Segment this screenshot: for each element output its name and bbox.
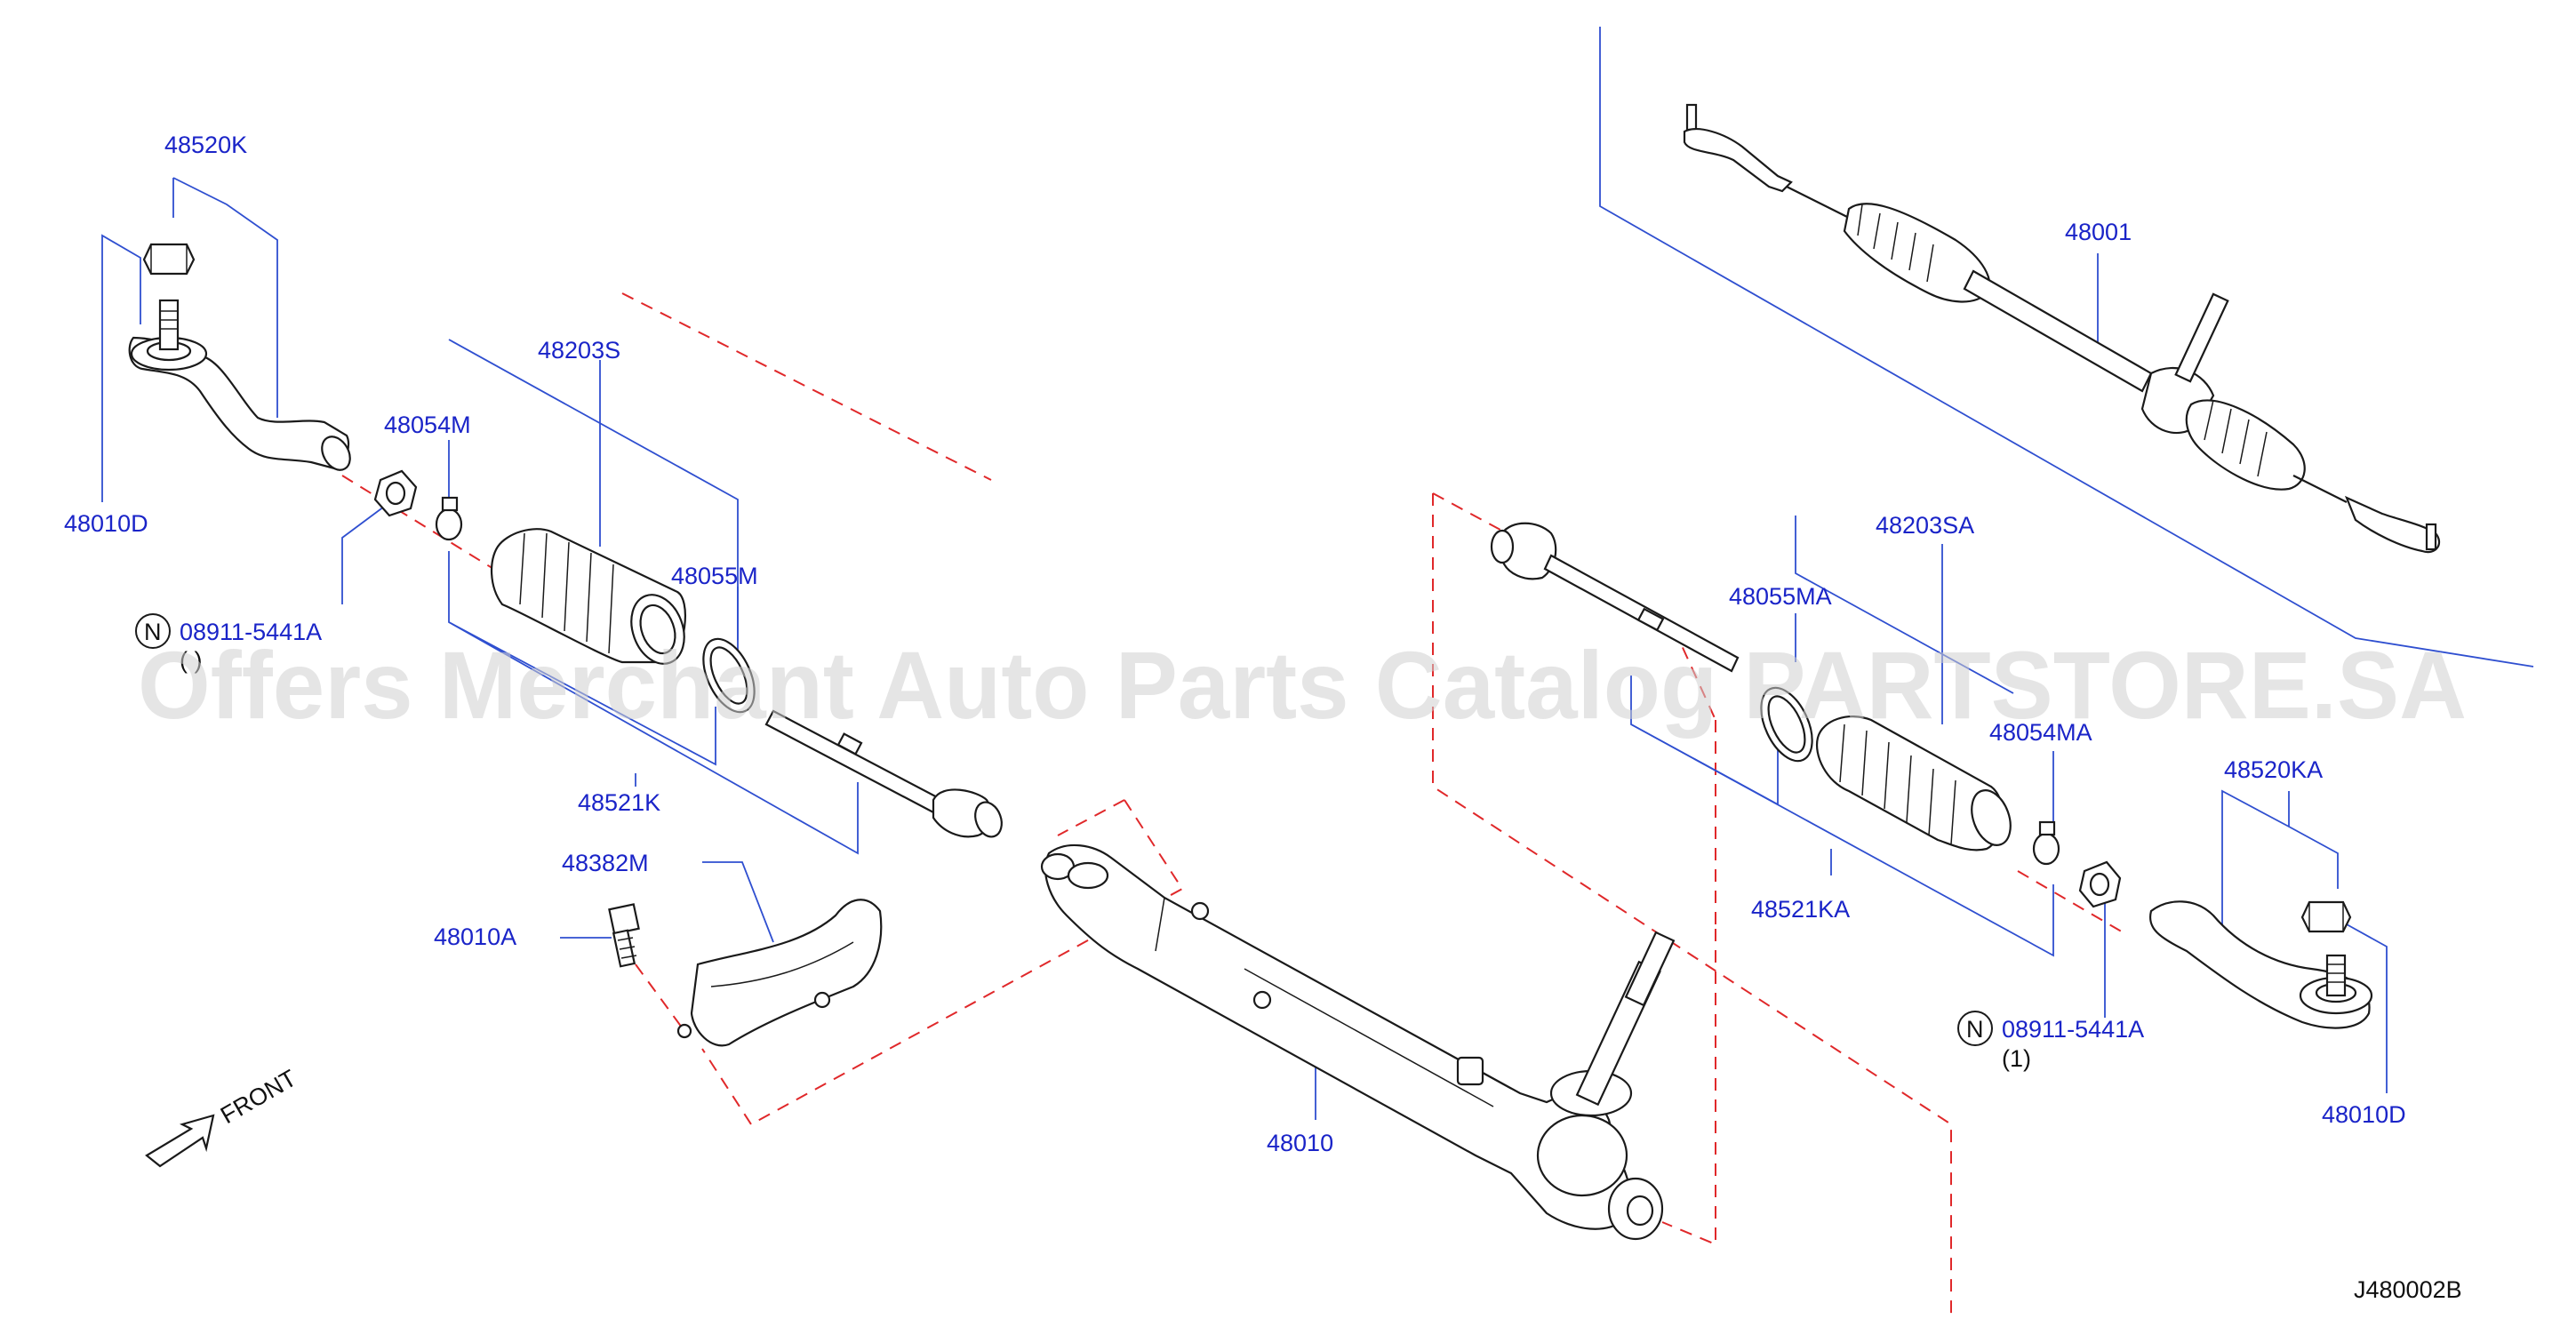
- clamp-48054ma: [2032, 820, 2060, 866]
- nut-symbol-right: N: [1957, 1011, 1993, 1046]
- part-labels: 48520K 48010D 48054M 48203S 48055M 08911…: [64, 132, 2462, 1303]
- lock-nut-left: [373, 469, 418, 517]
- label-48520k[interactable]: 48520K: [164, 132, 247, 158]
- tie-rod-end-right: [2148, 900, 2373, 1029]
- label-08911-right-qty: (1): [2002, 1045, 2031, 1072]
- label-48382m[interactable]: 48382M: [562, 850, 649, 876]
- hex-nut-48520k: [142, 243, 196, 276]
- diagram-code: J480002B: [2354, 1276, 2462, 1303]
- clamp-48054m: [435, 496, 463, 541]
- label-48203s[interactable]: 48203S: [538, 337, 620, 364]
- heat-insulator-48382m: [676, 899, 883, 1047]
- inner-tie-rod-left: [764, 709, 1003, 838]
- hex-nut-48520ka: [2300, 900, 2352, 933]
- label-08911-left[interactable]: 08911-5441A: [180, 619, 322, 645]
- watermark-text: Offers Merchant Auto Parts Catalog PARTS…: [138, 631, 2467, 739]
- boot-band-48055ma: [1760, 686, 1813, 763]
- leader-lines: [101, 27, 2534, 1120]
- label-48010[interactable]: 48010: [1267, 1130, 1333, 1156]
- label-48521ka[interactable]: 48521KA: [1751, 896, 1850, 923]
- label-08911-left-qty: ( ): [180, 647, 202, 674]
- inner-tie-rod-right: [1490, 522, 1740, 673]
- label-48010a[interactable]: 48010A: [434, 923, 516, 950]
- gear-housing-48010: [1040, 843, 1676, 1241]
- label-48055ma[interactable]: 48055MA: [1729, 583, 1832, 610]
- label-48520ka[interactable]: 48520KA: [2224, 756, 2323, 783]
- nut-symbol-right-text: N: [1966, 1016, 1984, 1043]
- label-48001[interactable]: 48001: [2065, 219, 2132, 245]
- label-48203sa[interactable]: 48203SA: [1876, 512, 1974, 539]
- steering-rack-assembly-48001: [1683, 103, 2441, 554]
- boot-band-48055m: [702, 637, 756, 714]
- steering-boot-left: [490, 528, 686, 665]
- front-direction-arrow: FRONT: [145, 1065, 301, 1168]
- front-label: FRONT: [216, 1065, 301, 1129]
- label-08911-right[interactable]: 08911-5441A: [2002, 1016, 2144, 1043]
- label-48521k[interactable]: 48521K: [578, 789, 660, 816]
- label-48055m[interactable]: 48055M: [671, 563, 758, 589]
- label-48054m[interactable]: 48054M: [384, 412, 471, 438]
- bolt-48010a: [608, 903, 640, 968]
- label-48054ma[interactable]: 48054MA: [1989, 719, 2092, 746]
- nut-symbol-left-text: N: [144, 619, 162, 645]
- label-48010d-left[interactable]: 48010D: [64, 510, 148, 537]
- tie-rod-end-left: [128, 299, 351, 471]
- lock-nut-right: [2078, 860, 2122, 908]
- steering-boot-right: [1815, 715, 2012, 851]
- label-48010d-right[interactable]: 48010D: [2322, 1101, 2406, 1128]
- nut-symbol-left: N: [135, 613, 171, 649]
